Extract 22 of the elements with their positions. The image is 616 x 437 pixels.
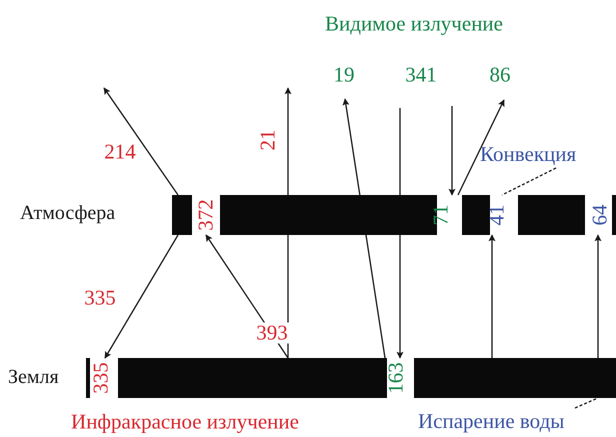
leader-line	[502, 167, 556, 196]
value-label: 64	[590, 204, 610, 226]
layer-name: Атмосфера	[20, 203, 116, 223]
value-label: 71	[430, 204, 452, 226]
value-label: 163	[386, 362, 406, 394]
arrow	[104, 234, 179, 359]
value-label: 41	[486, 204, 508, 226]
process-label: Испарение воды	[418, 411, 564, 432]
process-label: Конвекция	[480, 144, 576, 165]
arrow	[488, 234, 496, 358]
heading-label: Видимое излучение	[325, 14, 503, 34]
arrow	[448, 106, 456, 196]
leader-line	[574, 397, 598, 409]
value-label: 341	[405, 64, 437, 86]
edge-label: 393	[255, 322, 289, 344]
arrow	[457, 99, 505, 196]
arrow	[594, 234, 602, 358]
arrow	[103, 87, 179, 196]
heading-label: Инфракрасное излучение	[71, 412, 299, 432]
layer-name: Земля	[8, 367, 59, 387]
value-label: 335	[90, 362, 112, 394]
value-label: 372	[196, 199, 216, 231]
